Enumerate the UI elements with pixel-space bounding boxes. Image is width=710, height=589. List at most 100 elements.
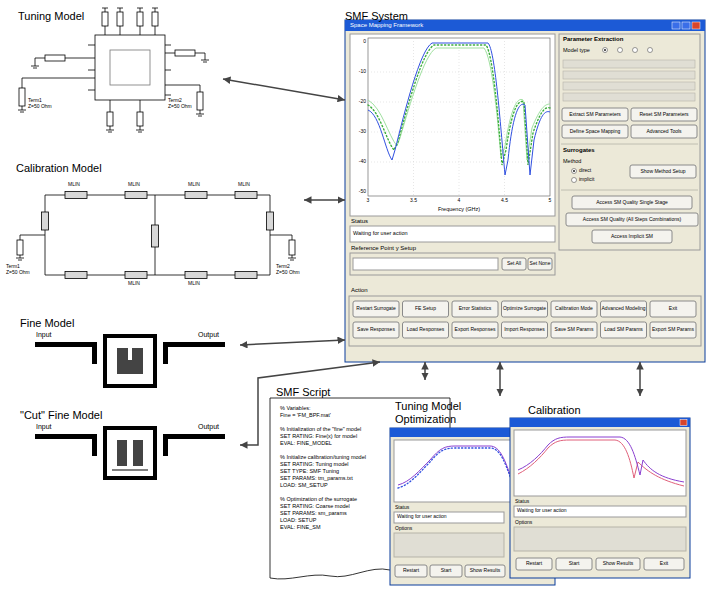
cut-fine-model-layout-part [163, 434, 225, 439]
double-arrow [304, 199, 345, 201]
cut-fine-model-layout-part [112, 470, 148, 471]
calibration-window-part [644, 558, 684, 570]
script-line: SET RATING: Tuning model [280, 461, 349, 467]
optimization-window-part [465, 565, 505, 577]
smf-window-part [559, 34, 700, 250]
layout-panel: Fine Model [20, 313, 240, 398]
field-label: Status [515, 499, 529, 505]
axis-tick: -30 [350, 129, 366, 135]
port-label: Term1 [28, 98, 42, 104]
tool-window: Calibration [510, 396, 690, 578]
script-line: % Variables: [280, 405, 310, 411]
double-arrow [424, 362, 426, 380]
calibration-window-part [556, 558, 592, 570]
calibration-schematic-part [16, 255, 24, 260]
smf-window-part [350, 34, 555, 216]
calibration-schematic-part [17, 240, 23, 255]
cut-fine-model-layout-part [35, 434, 97, 439]
smf-window-part [368, 38, 550, 196]
smf-window-part-part [353, 301, 399, 317]
button-label: Export SM Params [650, 322, 696, 338]
fine-model-layout-part [163, 342, 168, 364]
cut-fine-model-layout-part [105, 428, 155, 478]
field-label: Options [395, 526, 412, 532]
smf-window-part-part [403, 301, 449, 317]
field-label: Reference Point y Setup [351, 245, 416, 252]
tuning-schematic-part [137, 12, 143, 26]
calibration-schematic [16, 192, 296, 279]
panel-title: "Cut" Fine Model [20, 409, 102, 422]
smf-window-part-part [551, 301, 597, 317]
calibration-schematic-part [125, 192, 147, 199]
component-label: MLIN [128, 281, 140, 287]
window-title: Space Mapping Framework [350, 22, 423, 29]
button-label: Restart [516, 558, 552, 570]
script-line: Fine = 'FM_BPF.mat' [280, 412, 331, 418]
optimization-window-part [394, 512, 504, 523]
field-label: Options [515, 520, 532, 526]
port-label: Input [36, 331, 52, 339]
calibration-window-part [518, 437, 684, 482]
calibration-schematic-part [42, 212, 49, 230]
button-label: Extract SM Parameters [562, 108, 628, 121]
smf-window-part [573, 170, 575, 172]
axis-tick: 4.5 [497, 198, 513, 204]
smf-window-part [692, 22, 700, 29]
tuning-schematic-part [110, 50, 150, 85]
tuning-schematic-part [102, 8, 158, 12]
tuning-schematic-part [152, 12, 158, 26]
panel-title: Tuning Model Optimization [395, 400, 485, 426]
button-label: Advanced Modeling [601, 301, 647, 317]
port-label: Term2 [276, 264, 290, 270]
double-arrow [223, 79, 345, 100]
tuning-schematic-part [175, 50, 195, 56]
button-label: Load SM Params [601, 322, 647, 338]
script-line: % Initialize calibration/tuning model [280, 454, 366, 460]
script-line: SET RATING: Coarse model [280, 503, 350, 509]
calibration-schematic-part [20, 235, 45, 240]
smf-window-part-part [403, 322, 449, 338]
smf-window-part-part [452, 301, 498, 317]
fine-model-layout-part [163, 342, 225, 347]
tuning-schematic-part [196, 110, 204, 116]
port-label: Term1 [6, 264, 20, 270]
tuning-schematic-part [110, 100, 140, 112]
smf-window-part [353, 258, 498, 270]
calibration-schematic-part [185, 272, 207, 279]
calibration-window-part [596, 558, 640, 570]
option-label: direct [579, 168, 591, 174]
calibration-schematic-part [65, 192, 87, 199]
cut-fine-model-layout-part [133, 440, 143, 466]
smf-window-part [618, 48, 623, 53]
smf-window-part [345, 20, 705, 31]
button-label: Load Responses [403, 322, 449, 338]
script-line: LOAD: SETUP [280, 517, 316, 523]
smf-window-part [350, 253, 555, 275]
button-label: Exit [644, 558, 684, 570]
smf-window-part [350, 226, 555, 242]
calibration-schematic-part [267, 212, 274, 230]
optimization-window-part [430, 565, 462, 577]
button-label: Calibration Mode [551, 301, 597, 317]
calibration-schematic-part [185, 192, 207, 199]
fine-model-layout [35, 336, 225, 386]
axis-tick: -10 [350, 69, 366, 75]
button-label: Reset SM Parameters [631, 108, 697, 121]
tuning-schematic-part [105, 26, 155, 35]
smf-window-part-part [650, 301, 696, 317]
button-label: Define Space Mapping [562, 125, 628, 138]
calibration-schematic-part [65, 272, 87, 279]
schematic-panel: Calibration Model [4, 156, 304, 306]
panel-title: Calibration Model [16, 162, 102, 175]
axis-tick: 3.5 [406, 198, 422, 204]
smf-window-part [502, 258, 526, 270]
smf-window-part [631, 108, 697, 121]
double-arrow [639, 362, 641, 396]
port-label: Z=50 Ohm [276, 270, 300, 276]
script-line: EVAL: FINE_MODEL [280, 440, 332, 446]
smf-window-part-part [551, 322, 597, 338]
button-label: Save Responses [353, 322, 399, 338]
option-label: implicit [579, 177, 594, 183]
script-line: EVAL: FINE_SM [280, 524, 321, 530]
axis-tick: -20 [350, 99, 366, 105]
